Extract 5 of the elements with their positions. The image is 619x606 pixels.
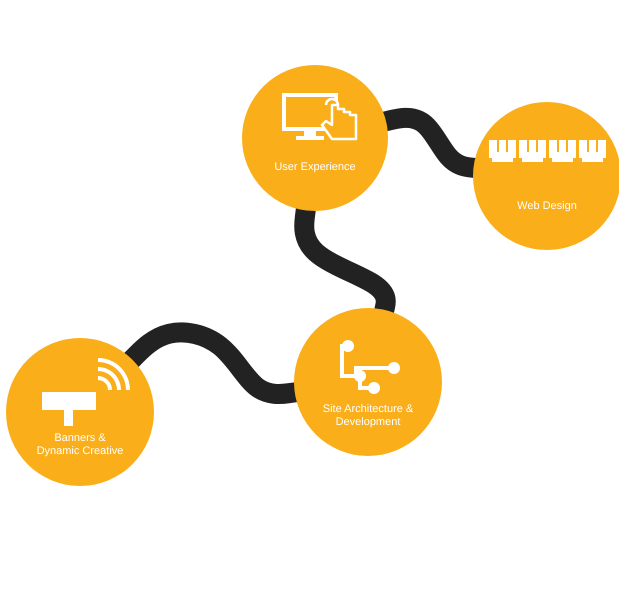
service-label: User Experience: [273, 161, 357, 174]
connector-band: [124, 322, 299, 404]
service-label: Web Design: [516, 200, 578, 213]
service-label: Site Architecture & Development: [322, 403, 414, 429]
service-label: Banners & Dynamic Creative: [36, 432, 124, 458]
